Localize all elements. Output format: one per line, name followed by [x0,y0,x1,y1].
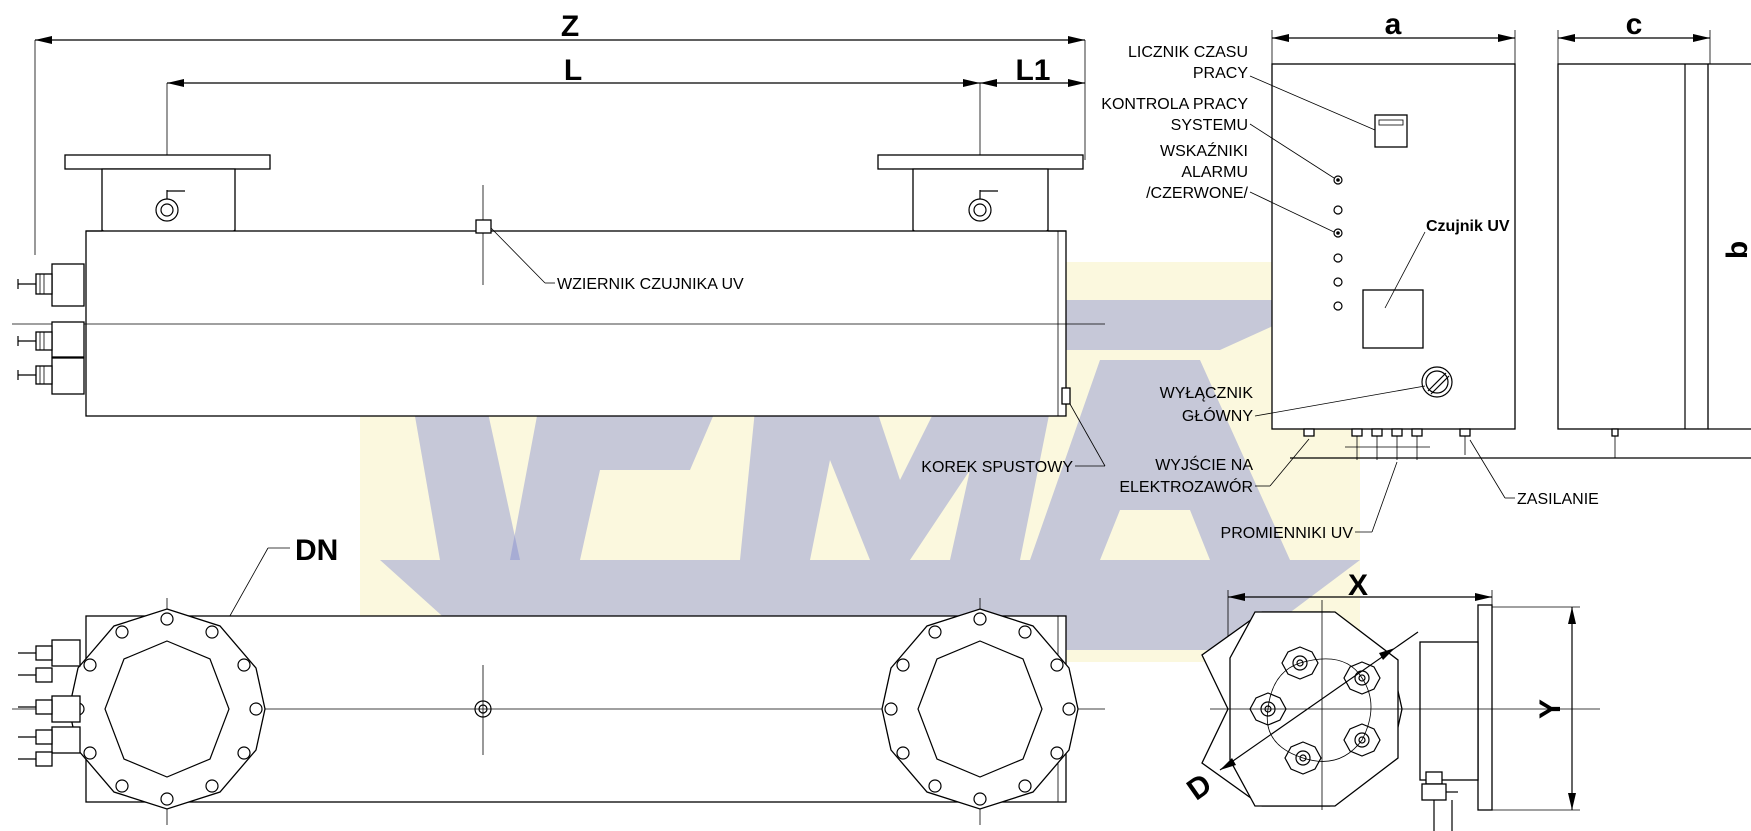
dim-b: b [1721,241,1751,259]
main-switch-icon [1421,366,1453,398]
valve-left [155,190,185,222]
control-cabinet-front: a LICZNIK CZASU PRACY KONTROLA PRACY SYS… [1101,8,1751,542]
label-valve-output-2: ELEKTROZAWÓR [1119,477,1253,496]
flange-right [881,608,1079,810]
dim-c: c [1626,8,1643,41]
label-valve-output-1: WYJŚCIE NA [1155,455,1253,474]
flange-left [68,608,266,810]
dim-z: Z [561,10,579,43]
cabinet-cable-glands [1290,428,1751,460]
dim-d: D [1181,767,1218,806]
label-uv-lamps: PROMIENNIKI UV [1221,525,1354,542]
indicator-lamps [1333,175,1343,311]
dim-l: L [564,54,582,87]
label-alarm-3: /CZERWONE/ [1146,185,1248,202]
label-power-supply: ZASILANIE [1517,491,1599,508]
label-alarm-1: WSKAŹNIKI [1160,141,1248,160]
label-alarm-2: ALARMU [1181,164,1248,181]
control-cabinet-side: c b [1557,8,1751,458]
dim-l1: L1 [1015,54,1050,87]
dim-a: a [1385,8,1402,41]
reactor-end-view: X Y D [1181,569,1600,831]
lamp-glands-top [18,639,81,767]
label-uv-sensor: Czujnik UV [1426,218,1510,235]
dim-dn: DN [295,534,338,567]
drain-valve [1421,771,1458,831]
label-system-control-1: KONTROLA PRACY [1101,96,1248,113]
reactor-top-view: DN [12,534,1105,825]
label-main-switch-2: GŁÓWNY [1182,406,1253,425]
valve-right [968,190,998,222]
label-sensor-window: WZIERNIK CZUJNIKA UV [557,276,744,293]
label-hour-counter-1: LICZNIK CZASU [1128,44,1248,61]
dim-x: X [1348,569,1368,602]
lamp-glands-side [17,263,85,395]
label-system-control-2: SYSTEMU [1171,117,1248,134]
label-hour-counter-2: PRACY [1193,65,1248,82]
reactor-side-view: Z L L1 [12,10,1106,476]
label-main-switch-1: WYŁĄCZNIK [1160,385,1254,402]
label-drain-plug: KOREK SPUSTOWY [921,459,1073,476]
lamp-sockets [1249,646,1381,775]
